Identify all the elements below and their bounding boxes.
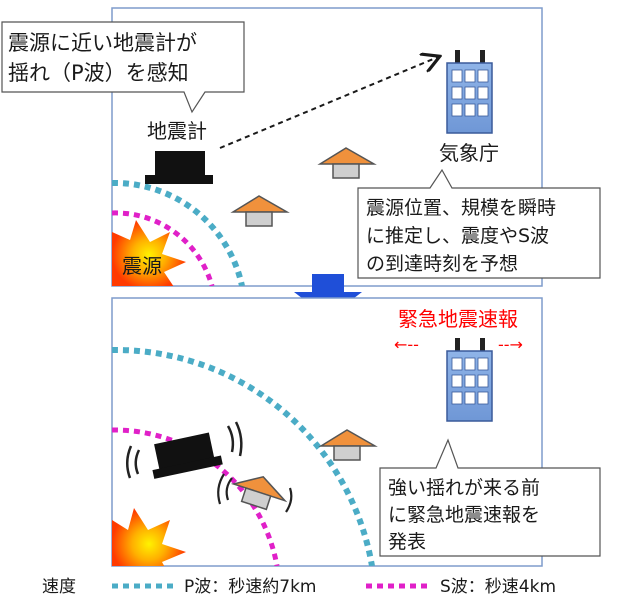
agency-building-icon bbox=[446, 338, 493, 422]
epicenter-blast-icon bbox=[112, 508, 186, 566]
house-icon bbox=[317, 147, 377, 179]
analysis-callout bbox=[357, 168, 601, 279]
legend-title: 速度 bbox=[42, 577, 76, 597]
s-wave-front bbox=[112, 210, 215, 286]
house-shaking-icon bbox=[230, 475, 288, 511]
legend-p-wave: P波：秒速約7km bbox=[184, 577, 316, 597]
house-icon bbox=[230, 195, 290, 227]
result-line2: に緊急地震速報を bbox=[388, 504, 540, 526]
agency-label: 気象庁 bbox=[439, 141, 499, 165]
agency-building-icon bbox=[446, 50, 493, 134]
analysis-line3: の到達時刻を予想 bbox=[366, 253, 518, 275]
epicenter-label: 震源 bbox=[122, 254, 162, 278]
shake-lines-icon bbox=[126, 421, 243, 479]
report-arrow bbox=[219, 57, 438, 149]
s-wave-front bbox=[112, 427, 280, 566]
legend-s-wave: S波：秒速4km bbox=[440, 577, 556, 597]
result-callout bbox=[379, 438, 601, 557]
p-wave-front bbox=[112, 179, 245, 286]
analysis-line1: 震源位置、規模を瞬時 bbox=[366, 197, 556, 219]
callout-line1: 震源に近い地震計が bbox=[8, 31, 197, 55]
seismometer-label: 地震計 bbox=[147, 119, 207, 143]
callout-line2: 揺れ（P波）を感知 bbox=[8, 61, 189, 85]
warning-title: 緊急地震速報 bbox=[398, 307, 518, 331]
callout-bubble bbox=[1, 21, 245, 114]
epicenter-blast-icon bbox=[112, 220, 186, 286]
house-icon bbox=[318, 429, 378, 461]
warning-left-arrow: ←-- bbox=[394, 335, 419, 354]
analysis-line2: に推定し、震度やS波 bbox=[366, 225, 549, 247]
seismometer-icon bbox=[145, 151, 213, 184]
result-line3: 発表 bbox=[388, 531, 426, 553]
flow-arrow-icon bbox=[294, 274, 362, 318]
result-line1: 強い揺れが来る前 bbox=[388, 477, 540, 499]
warning-right-arrow: --→ bbox=[498, 335, 523, 354]
seismometer-shaking-icon bbox=[152, 432, 223, 479]
shake-lines-icon bbox=[217, 473, 293, 513]
